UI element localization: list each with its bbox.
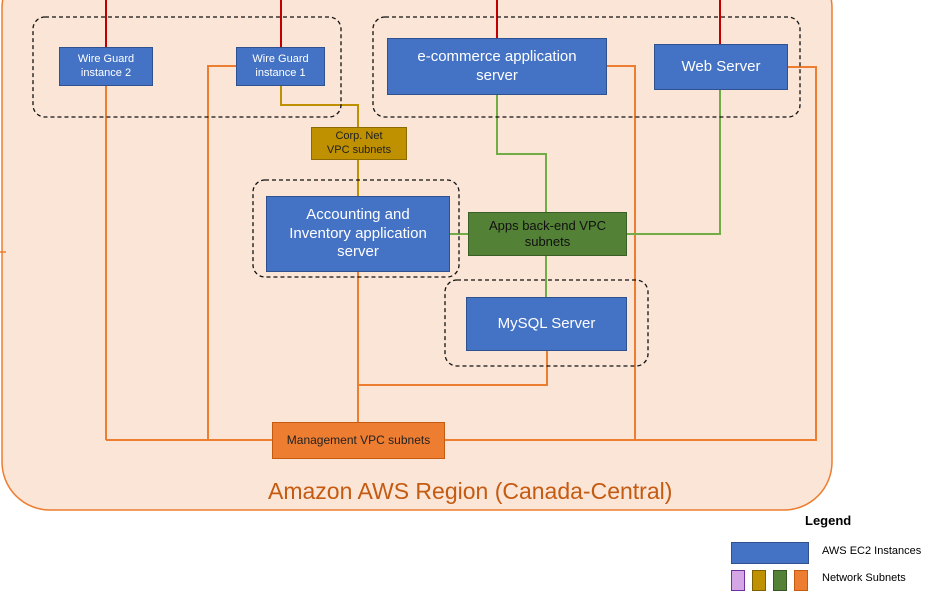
- legend-title: Legend: [805, 513, 852, 528]
- wireguard-instance-1[interactable]: Wire Guard instance 1: [236, 47, 325, 86]
- legend-ec2-swatch: [731, 542, 809, 564]
- wireguard-instance-2[interactable]: Wire Guard instance 2: [59, 47, 153, 86]
- ecommerce-application-server[interactable]: e-commerce application server: [387, 38, 607, 95]
- web-server[interactable]: Web Server: [654, 44, 788, 90]
- legend-ec2-label: AWS EC2 Instances: [822, 545, 922, 557]
- apps-backend-vpc-subnets[interactable]: Apps back-end VPC subnets: [468, 212, 627, 256]
- internet-lines: [105, 0, 721, 47]
- apps-backend-lines: [450, 90, 721, 297]
- legend-swatch-green: [773, 570, 787, 591]
- mysql-server[interactable]: MySQL Server: [466, 297, 627, 351]
- legend-subnets-label: Network Subnets: [822, 572, 906, 584]
- legend-swatch-orange: [794, 570, 808, 591]
- region-label: Amazon AWS Region (Canada-Central): [268, 478, 673, 504]
- legend-swatch-gold: [752, 570, 766, 591]
- management-vpc-subnets[interactable]: Management VPC subnets: [272, 422, 445, 459]
- corp-net-lines: [280, 86, 359, 196]
- accounting-inventory-server[interactable]: Accounting and Inventory application ser…: [266, 196, 450, 272]
- security-groups: [32, 16, 801, 367]
- legend-swatch-purple: [731, 570, 745, 591]
- corp-net-vpc-subnets[interactable]: Corp. Net VPC subnets: [311, 127, 407, 160]
- management-lines: [105, 65, 817, 441]
